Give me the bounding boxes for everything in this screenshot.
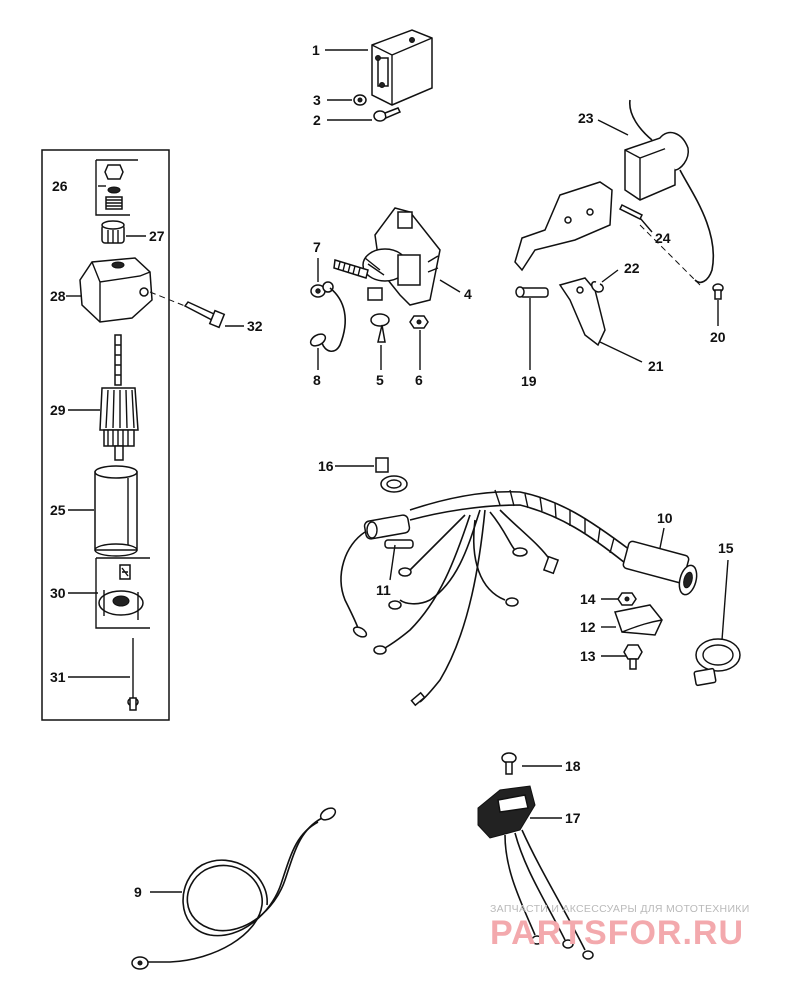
label-32: 32	[247, 318, 263, 334]
label-28: 28	[50, 288, 66, 304]
label-5: 5	[376, 372, 384, 388]
part-12-clip	[614, 604, 663, 636]
label-14: 14	[580, 591, 596, 607]
label-4: 4	[464, 286, 472, 302]
leader-lines	[66, 49, 729, 893]
part-14-nut	[617, 592, 637, 606]
label-29: 29	[50, 402, 66, 418]
part-7-washer	[310, 281, 334, 298]
part-2-screw	[373, 107, 402, 122]
label-6: 6	[415, 372, 423, 388]
part-15-hose-clamp	[693, 638, 741, 687]
part-21-plate	[558, 277, 606, 347]
label-26: 26	[52, 178, 68, 194]
label-16: 16	[318, 458, 334, 474]
label-8: 8	[313, 372, 321, 388]
label-21: 21	[648, 358, 664, 374]
label-19: 19	[521, 373, 537, 389]
part-24-screw	[618, 203, 644, 221]
label-20: 20	[710, 329, 726, 345]
part-30-brush-plate	[98, 564, 144, 620]
watermark-logo-text: PARTSFOR.RU	[490, 914, 744, 952]
label-2: 2	[313, 112, 321, 128]
part-30-bracket	[95, 557, 150, 629]
part-26-nuts	[104, 164, 124, 210]
label-11: 11	[376, 582, 391, 598]
part-20-terminal	[712, 283, 724, 300]
part-10-harness	[409, 489, 698, 596]
part-9-cable	[131, 807, 337, 970]
label-1: 1	[312, 42, 320, 58]
bracket-dash-line	[639, 224, 701, 286]
part-17-switch	[477, 785, 594, 960]
label-15: 15	[718, 540, 734, 556]
label-31: 31	[50, 669, 66, 685]
part-11-connector	[363, 514, 414, 549]
harness-wires	[340, 509, 560, 707]
part-13-screw	[623, 644, 643, 670]
part-bracket-main	[514, 181, 613, 272]
watermark-tagline: ЗАПЧАСТИ И АКСЕССУАРЫ ДЛЯ МОТОТЕХНИКИ	[490, 903, 750, 915]
part-27-bushing	[101, 220, 125, 244]
part-3-washer	[353, 94, 367, 106]
part-26-bracket	[95, 159, 138, 216]
label-18: 18	[565, 758, 581, 774]
label-10: 10	[657, 510, 673, 526]
part-19-pin	[515, 286, 549, 298]
label-23: 23	[578, 110, 594, 126]
part-31-through-bolt	[127, 638, 139, 711]
label-22: 22	[624, 260, 640, 276]
part-16-clamp	[375, 457, 408, 493]
part-1-enclosure	[371, 29, 433, 106]
label-24: 24	[655, 230, 671, 246]
label-9: 9	[134, 884, 142, 900]
label-30: 30	[50, 585, 66, 601]
label-25: 25	[50, 502, 66, 518]
part-29-armature	[99, 334, 139, 461]
label-27: 27	[149, 228, 165, 244]
label-17: 17	[565, 810, 581, 826]
part-labels: 1 3 2 26 27 28 32 29 25 30 31 7 4 8 5 6 …	[50, 42, 734, 900]
label-7: 7	[313, 239, 321, 255]
part-4-solenoid	[333, 207, 441, 306]
watermark: ЗАПЧАСТИ И АКСЕССУАРЫ ДЛЯ МОТОТЕХНИКИ PA…	[490, 903, 750, 952]
part-23-relay	[624, 99, 715, 284]
starter-assembly-frame	[41, 149, 170, 721]
part-28-end-cap	[79, 257, 153, 323]
part-6-nut	[409, 315, 429, 329]
part-8-wire	[309, 287, 346, 352]
label-13: 13	[580, 648, 596, 664]
part-18-screw	[501, 752, 517, 775]
part-32-bolt	[149, 291, 226, 329]
label-12: 12	[580, 619, 596, 635]
part-5-screw	[370, 313, 390, 343]
part-22-clip	[591, 281, 604, 293]
part-25-field-frame	[94, 465, 138, 557]
label-3: 3	[313, 92, 321, 108]
